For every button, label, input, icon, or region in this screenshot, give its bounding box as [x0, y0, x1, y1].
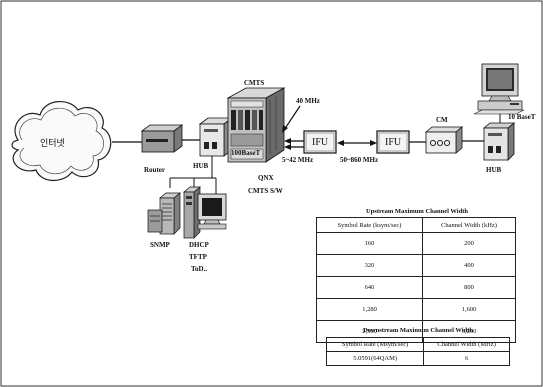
snmp-server-icon: [148, 193, 180, 234]
cmts-sw-label: CMTS S/W: [248, 188, 283, 195]
ifu-2-label: IFU: [385, 137, 401, 148]
freq-40-label: 40 MHz: [296, 98, 320, 105]
table-header-row: Symbol Rate (ksym/sec) Channel Width (kH…: [317, 218, 516, 233]
freq-50-860-label: 50~860 MHz: [340, 157, 378, 164]
hub-right-icon: [484, 123, 514, 160]
table-header-cell: Symbol Rate (Msym/sec): [327, 338, 424, 352]
table-header-cell: Symbol Rate (ksym/sec): [317, 218, 423, 233]
downstream-table: Symbol Rate (Msym/sec) Channel Width (MH…: [326, 337, 510, 366]
freq-5-42-label: 5~42 MHz: [282, 157, 313, 164]
pc-icon: [474, 64, 524, 114]
table-header-row: Symbol Rate (Msym/sec) Channel Width (MH…: [327, 338, 510, 352]
snmp-label: SNMP: [150, 242, 170, 249]
link-10-label: 10 BaseT: [508, 114, 535, 121]
table-header-cell: Channel Width (MHz): [424, 338, 510, 352]
cmts-label: CMTS: [244, 80, 264, 87]
table-cell: 1,280: [317, 299, 423, 321]
table-cell: 200: [423, 233, 516, 255]
tod-label: ToD..: [191, 266, 207, 273]
dhcp-label: DHCP: [189, 242, 209, 249]
table-cell: 800: [423, 277, 516, 299]
internet-label: 인터넷: [40, 136, 65, 149]
table-row: 320 400: [317, 255, 516, 277]
tftp-label: TFTP: [189, 254, 207, 261]
table-cell: 400: [423, 255, 516, 277]
hub-left-icon: [200, 118, 232, 156]
monitor-workstation-icon: [198, 194, 226, 229]
table-header-cell: Channel Width (kHz): [423, 218, 516, 233]
table-cell: 6: [424, 352, 510, 366]
table-row: 160 200: [317, 233, 516, 255]
hub-left-label: HUB: [193, 163, 208, 170]
qnx-label: QNX: [258, 175, 274, 182]
table-cell: 160: [317, 233, 423, 255]
upstream-table: Symbol Rate (ksym/sec) Channel Width (kH…: [316, 217, 516, 343]
downstream-table-title: Downstream Maximum Channel Width: [328, 327, 508, 334]
router-icon: [142, 125, 182, 152]
table-row: 5.0591(64QAM) 6: [327, 352, 510, 366]
ifu-1-label: IFU: [312, 137, 328, 148]
link-100-label: 100BaseT: [231, 150, 260, 157]
cable-modem-icon: [426, 127, 462, 153]
upstream-table-title: Upstream Maximum Channel Width: [320, 208, 514, 215]
table-cell: 640: [317, 277, 423, 299]
table-cell: 5.0591(64QAM): [327, 352, 424, 366]
router-label: Router: [144, 167, 165, 174]
table-row: 1,280 1,600: [317, 299, 516, 321]
table-cell: 1,600: [423, 299, 516, 321]
table-cell: 320: [317, 255, 423, 277]
cm-label: CM: [436, 117, 448, 124]
table-row: 640 800: [317, 277, 516, 299]
hub-right-label: HUB: [486, 167, 501, 174]
arrow-40mhz: [284, 106, 300, 130]
